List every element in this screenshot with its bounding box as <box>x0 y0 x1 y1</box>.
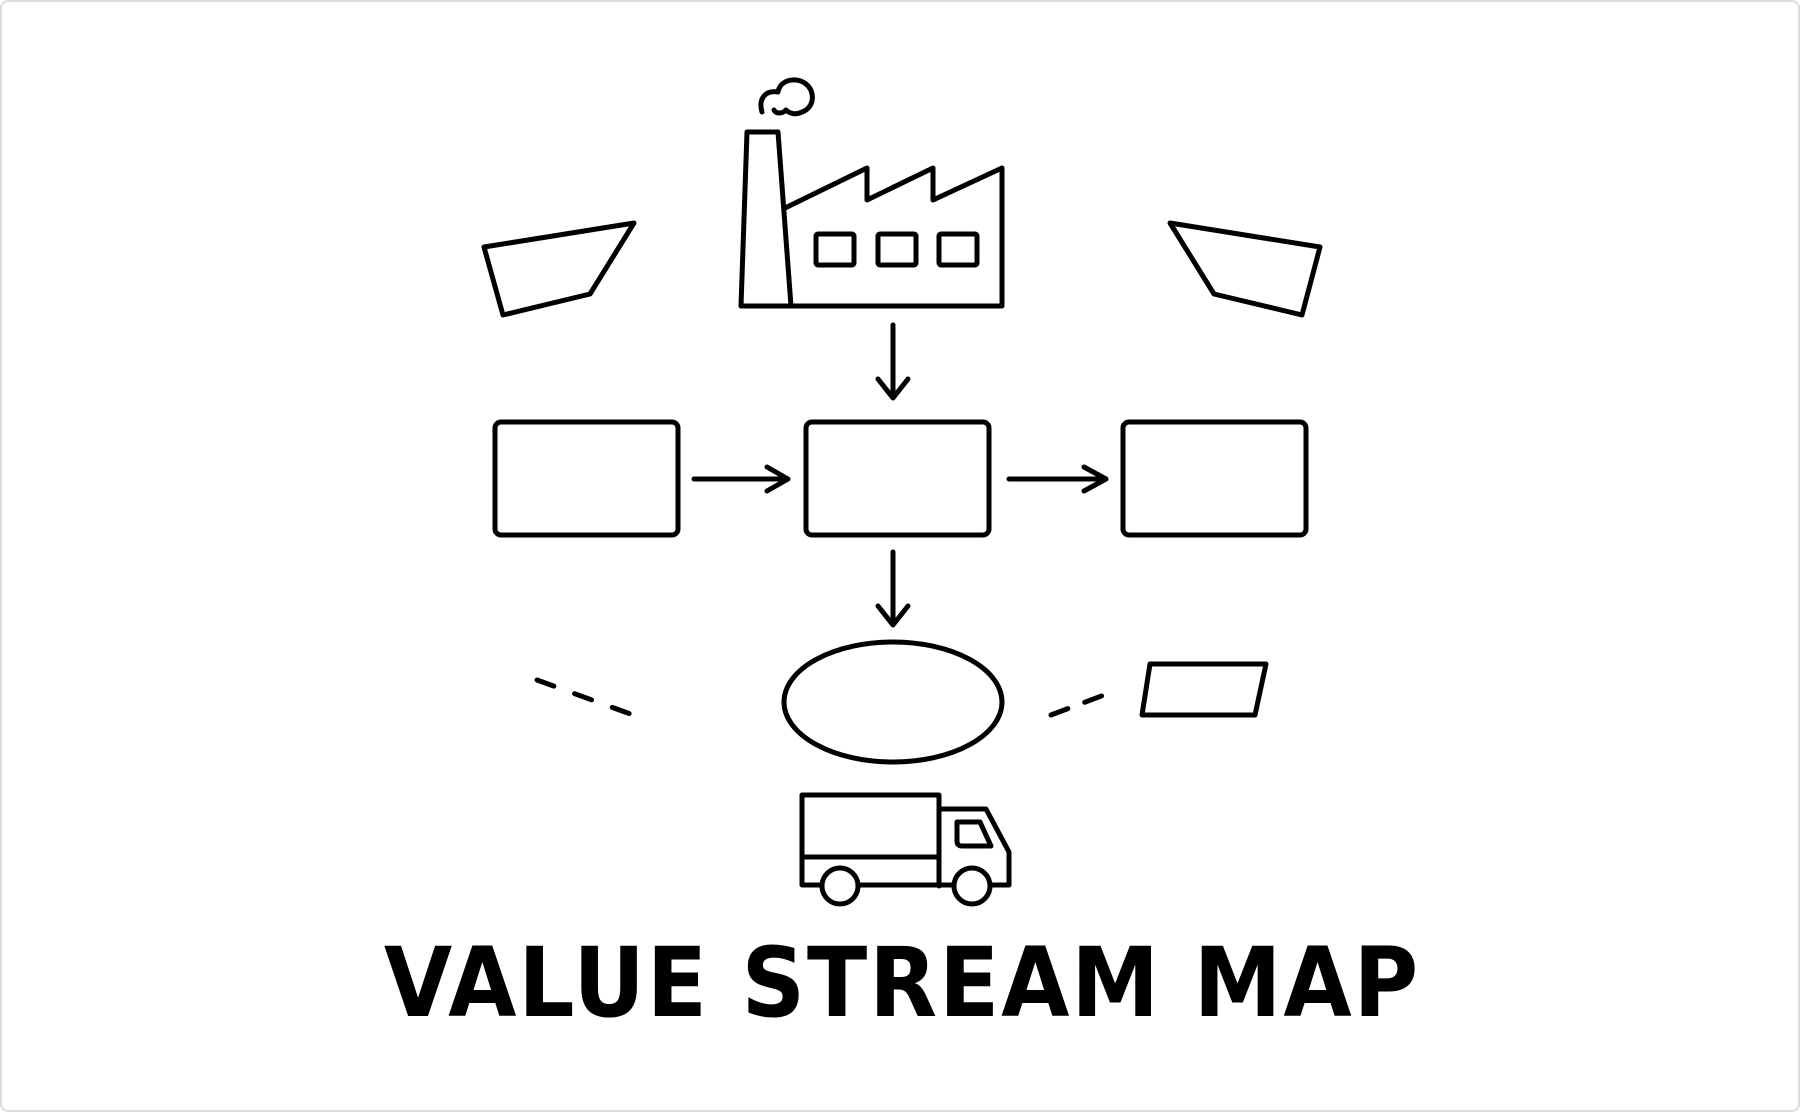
process-box-right <box>1120 419 1309 538</box>
data-parallelogram <box>1139 661 1269 718</box>
page-title: VALUE STREAM MAP <box>383 927 1421 1039</box>
process-box-middle <box>803 419 992 538</box>
arrow-down-top <box>875 322 911 401</box>
arrow-right-1 <box>691 464 791 494</box>
truck-wheel <box>951 865 993 907</box>
truck-wheel <box>819 865 861 907</box>
customer-quad-right <box>1167 220 1323 318</box>
factory-chimney <box>738 129 794 309</box>
dashed-line-right <box>1048 692 1107 718</box>
factory-window <box>936 231 980 268</box>
supplier-quad-left <box>481 220 637 318</box>
dashed-line-left <box>534 677 650 723</box>
factory-window <box>813 231 857 268</box>
arrow-right-2 <box>1006 464 1109 494</box>
truck-icon <box>799 792 1012 907</box>
smoke-icon <box>758 77 815 117</box>
inventory-ellipse <box>781 639 1005 765</box>
factory-window <box>875 231 919 268</box>
factory-icon <box>738 77 1005 309</box>
process-box-left <box>492 419 681 538</box>
arrow-down-bottom <box>875 549 911 628</box>
factory-building <box>738 165 1005 309</box>
